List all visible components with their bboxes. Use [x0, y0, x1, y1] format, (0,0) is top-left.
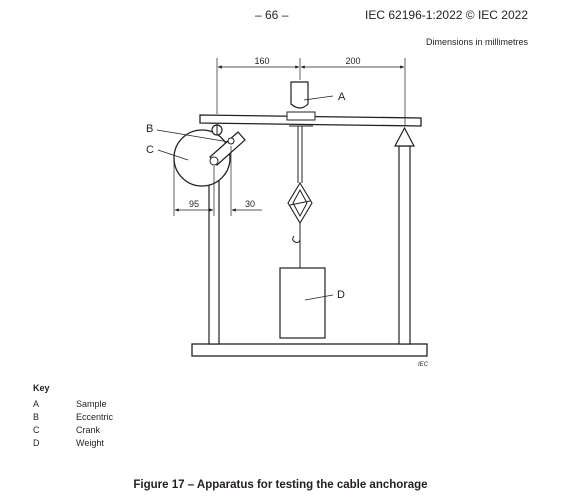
eccentric-pin-lower — [209, 156, 219, 166]
key-desc-a: Sample — [76, 399, 107, 409]
dim-label-200: 200 — [345, 56, 360, 66]
pivot-triangle — [394, 126, 415, 147]
label-b: B — [146, 123, 153, 135]
iec-watermark: IEC — [418, 362, 429, 368]
figure-caption: Figure 17 – Apparatus for testing the ca… — [133, 479, 428, 491]
page-number: – 66 – — [255, 8, 289, 22]
dim-label-160: 160 — [254, 56, 269, 66]
dimensions-note: Dimensions in millimetres — [425, 37, 528, 47]
key-letter-b: B — [33, 412, 40, 422]
base-plate — [191, 343, 428, 357]
label-c: C — [146, 144, 154, 156]
key-desc-d: Weight — [76, 438, 104, 448]
key-desc-c: Crank — [76, 425, 101, 435]
leader-d — [304, 294, 334, 301]
weight-block — [279, 267, 326, 339]
hook — [292, 232, 301, 243]
key-title: Key — [33, 383, 50, 393]
sample — [290, 81, 309, 109]
key-letter-c: C — [33, 425, 40, 435]
dim-label-95: 95 — [189, 199, 199, 209]
sample-clamp — [286, 111, 316, 121]
leader-a — [303, 95, 334, 101]
leader-b — [156, 129, 230, 143]
clamp-bar — [289, 200, 311, 206]
dim-label-30: 30 — [245, 199, 255, 209]
apparatus-figure: 160 200 95 30 A B C D IEC — [146, 56, 429, 368]
crank-disc — [173, 129, 231, 187]
right-post — [398, 145, 411, 345]
standard-id: IEC 62196-1:2022 © IEC 2022 — [365, 8, 528, 22]
eccentric-pin-upper — [227, 137, 235, 145]
label-d: D — [337, 289, 345, 301]
key-letter-a: A — [33, 399, 40, 409]
key-letter-d: D — [33, 438, 40, 448]
leader-c — [157, 149, 189, 161]
key-desc-b: Eccentric — [76, 412, 114, 422]
label-a: A — [338, 91, 346, 103]
